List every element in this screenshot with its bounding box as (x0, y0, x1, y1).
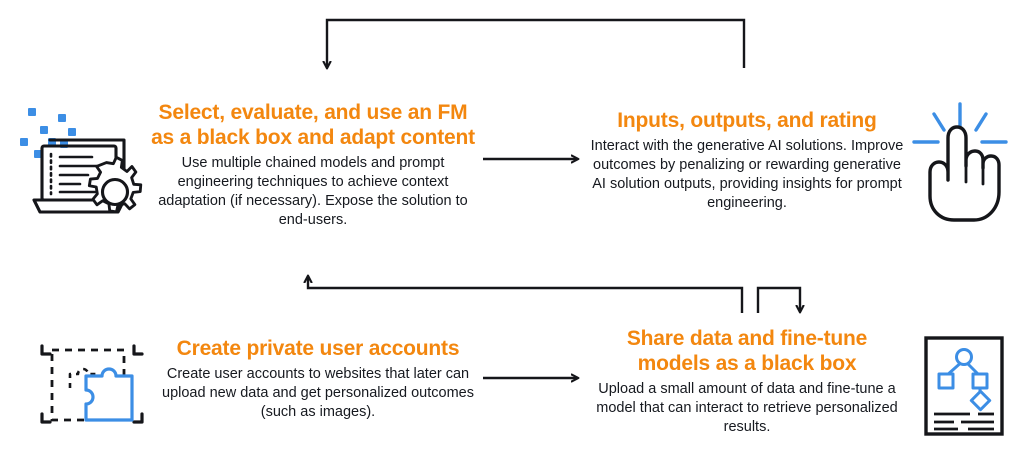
gear-shape (87, 155, 143, 214)
node-inputs-outputs-rating: Inputs, outputs, and rating Interact wit… (588, 108, 906, 213)
connector-top-loop-return (327, 18, 746, 68)
click-hand-icon (908, 100, 1012, 224)
corner-brackets (40, 344, 144, 424)
hand-shape (928, 125, 1001, 222)
code-lines (49, 152, 108, 196)
node-title: Inputs, outputs, and rating (617, 109, 877, 132)
dashed-inner-piece (68, 367, 98, 388)
puzzle-frame-icon (32, 330, 152, 434)
document-graph-icon (916, 330, 1012, 442)
node-body: Interact with the generative AI solution… (590, 138, 904, 211)
node-select-evaluate-use-fm: Select, evaluate, and use an FM as a bla… (148, 100, 478, 230)
graph-nodes (937, 348, 992, 412)
node-title: Share data and fine-tune models as a bla… (626, 327, 868, 375)
node-body: Create user accounts to websites that la… (162, 366, 474, 420)
node-title: Create private user accounts (176, 337, 460, 360)
connector-inputs-to-share (756, 286, 800, 313)
laptop-gear-icon (14, 102, 144, 228)
puzzle-piece (84, 367, 134, 422)
data-squares-group (20, 108, 76, 158)
node-title: Select, evaluate, and use an FM as a bla… (151, 101, 475, 149)
node-body: Use multiple chained models and prompt e… (158, 155, 468, 228)
node-create-private-user-accounts: Create private user accounts Create user… (152, 336, 484, 422)
document-text-lines (934, 412, 994, 431)
node-share-data-fine-tune: Share data and fine-tune models as a bla… (588, 326, 906, 437)
node-body: Upload a small amount of data and fine-t… (596, 381, 898, 435)
click-rays (912, 102, 1008, 144)
connector-share-to-accounts (308, 276, 744, 313)
